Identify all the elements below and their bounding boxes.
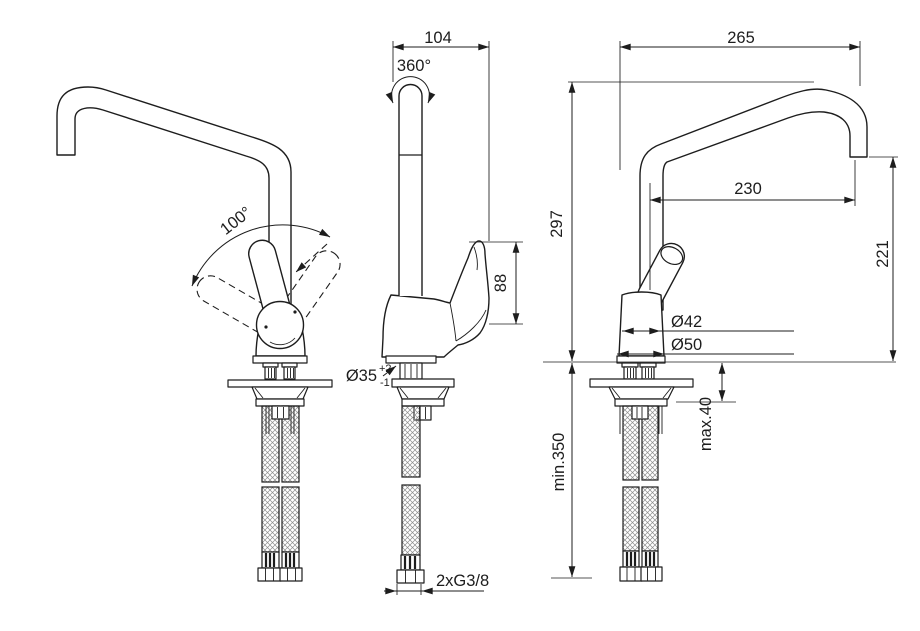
spout-tube-front [398,83,423,296]
dim-221-label: 221 [874,240,892,268]
connection-thread-label: 2xG3/8 [436,572,489,590]
hose-nut [257,567,282,582]
swivel-arc [385,76,436,104]
clamp-cone [608,386,675,400]
handle-knob-cap [660,246,684,266]
faucet-body [618,291,665,357]
max-countertop-label: max.40 [697,397,715,451]
knob-dot [264,325,268,329]
mounting-plate [391,378,455,388]
spout-outline [639,88,868,311]
hose-nut [640,566,663,582]
left-side-view: 100° [56,86,341,582]
handle-knob-rim [269,337,296,346]
right-side-view: 265 297 230 221 Ø42 Ø50 max.40 min.350 [543,29,898,582]
dim-100-label: 100° [217,203,255,238]
faucet-body-front [381,240,490,358]
dim-297-label: 297 [548,210,566,238]
mounting-plate [227,379,333,388]
handle-knob [255,300,305,350]
supply-hoses [257,405,303,582]
handle-seam [449,246,487,342]
base-assembly [227,355,333,407]
hose-nut [396,569,425,584]
spout-outline [56,86,292,311]
front-view: 360° 104 88 Ø35 +2 -1 [346,29,523,595]
min-hose-label: min.350 [550,433,568,492]
dia-35-lower-tolerance: -1 [380,377,390,389]
extension-line [396,584,422,595]
supply-hose-front [396,405,425,584]
dim-360-label: 360° [397,57,431,75]
dia-35-upper-tolerance: +2 [379,363,392,375]
dim-265-label: 265 [727,29,755,47]
dia-35-leader [382,365,397,377]
supply-hoses [619,405,663,582]
mounting-plate [589,378,694,388]
dim-230-label: 230 [734,180,762,198]
dim-104-label: 104 [424,29,452,47]
knob-dot [293,310,297,314]
dia-50-label: Ø50 [671,336,702,354]
dim-88-label: 88 [492,274,510,292]
hose-nut [279,567,303,582]
hose-nut [619,566,643,582]
dia-42-label: Ø42 [671,313,702,331]
clamp-cone [251,386,309,400]
handle-swing-arc [191,224,331,287]
dia-35-label: Ø35 [346,367,377,385]
clamp-cone [396,386,450,400]
base-assembly [589,355,694,407]
